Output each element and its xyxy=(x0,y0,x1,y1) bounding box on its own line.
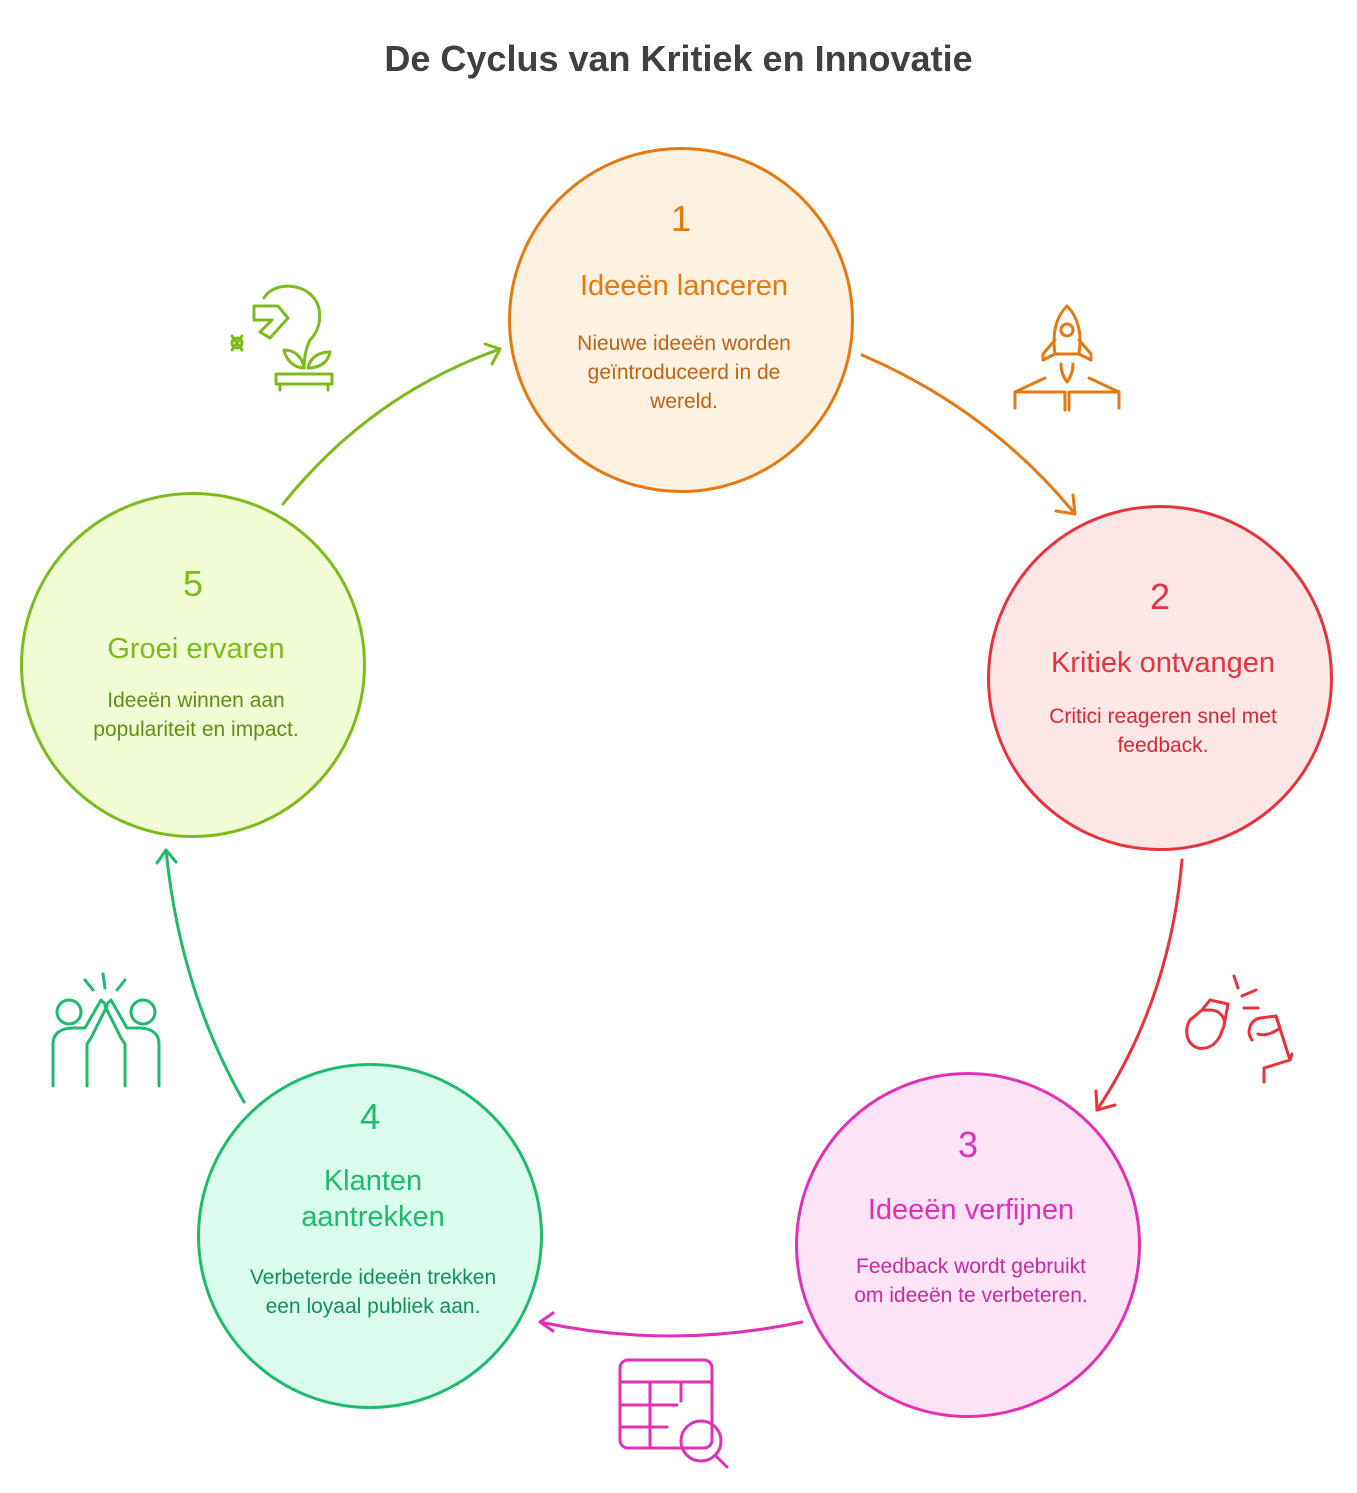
boxing-gloves-icon xyxy=(1185,974,1294,1084)
step-3-circle: 3 Ideeën verfijnen Feedback wordt gebrui… xyxy=(795,1072,1141,1418)
step-5-description: Ideeën winnen aan populariteit en impact… xyxy=(93,689,299,741)
step-4-title: Klanten aantrekken xyxy=(301,1165,445,1233)
step-5-number: 5 xyxy=(182,563,204,604)
step-3-description: Feedback wordt gebruikt om ideeën te ver… xyxy=(854,1255,1088,1307)
step-2-circle: 2 Kritiek ontvangen Critici reageren sne… xyxy=(987,505,1333,851)
step-2-title: Kritiek ontvangen xyxy=(1050,647,1276,679)
diagram-title: De Cyclus van Kritiek en Innovatie xyxy=(384,38,973,79)
arrow-4-to-5 xyxy=(155,848,246,1104)
step-1-circle: 1 Ideeën lanceren Nieuwe ideeën worden g… xyxy=(508,147,854,493)
step-4-circle: 4 Klanten aantrekken Verbeterde ideeën t… xyxy=(197,1063,543,1409)
table-search-icon xyxy=(618,1358,729,1469)
arrow-3-to-4 xyxy=(538,1311,804,1338)
step-1-title: Ideeën lanceren xyxy=(580,270,788,302)
step-3-number: 3 xyxy=(957,1124,979,1165)
step-2-description: Critici reageren snel met feedback. xyxy=(1049,705,1277,757)
step-4-description: Verbeterde ideeën trekken een loyaal pub… xyxy=(249,1266,497,1318)
arrow-5-to-1 xyxy=(281,342,502,506)
step-1-number: 1 xyxy=(670,198,692,239)
growing-plant-icon xyxy=(230,284,334,392)
arrow-1-to-2 xyxy=(860,353,1077,516)
step-5-title: Groei ervaren xyxy=(107,633,285,665)
rocket-launch-icon xyxy=(1013,304,1121,412)
step-1-description: Nieuwe ideeën worden geïntroduceerd in d… xyxy=(577,332,791,413)
arrow-2-to-3 xyxy=(1094,858,1184,1112)
step-5-circle: 5 Groei ervaren Ideeën winnen aan popula… xyxy=(20,492,366,838)
step-4-number: 4 xyxy=(359,1096,381,1137)
step-2-number: 2 xyxy=(1149,576,1171,617)
high-five-icon xyxy=(51,972,161,1088)
step-3-title: Ideeën verfijnen xyxy=(867,1194,1075,1226)
